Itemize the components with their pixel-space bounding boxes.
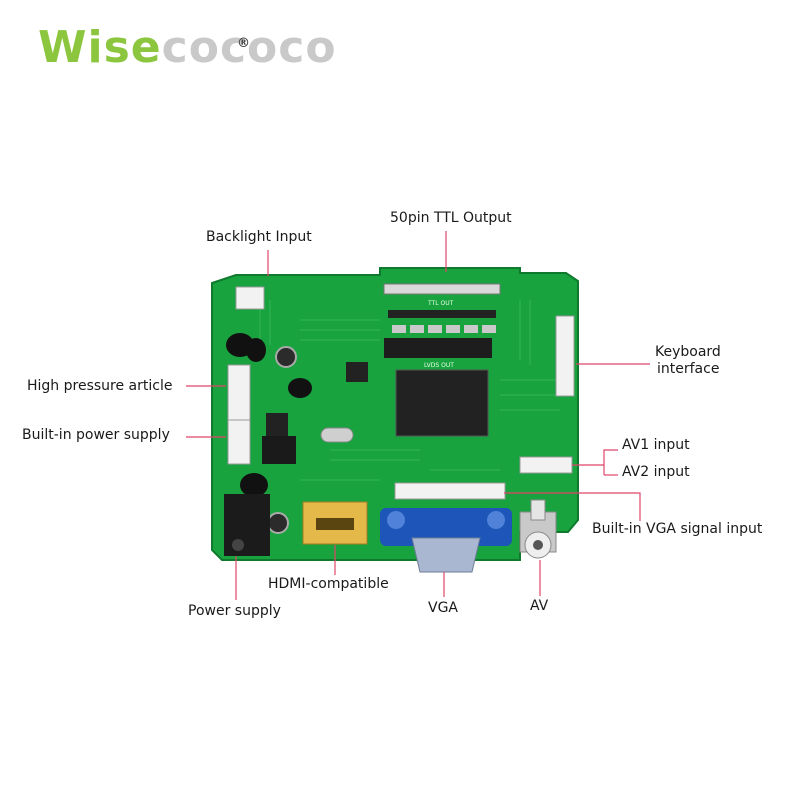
label-av: AV — [530, 598, 548, 615]
regulator — [262, 436, 296, 464]
chip-small-1 — [346, 362, 368, 382]
inductor-4 — [240, 473, 268, 497]
ttl-header-pins — [388, 310, 496, 318]
builtin-vga-connector — [395, 483, 505, 499]
lvds-header — [384, 338, 492, 358]
label-av1-input: AV1 input — [622, 437, 690, 454]
high-pressure-connector — [228, 365, 250, 421]
label-hdmi: HDMI-compatible — [268, 576, 389, 593]
label-builtin-power: Built-in power supply — [22, 427, 170, 444]
chip-small-2 — [266, 413, 288, 437]
label-vga: VGA — [428, 600, 458, 617]
label-keyboard-line1: Keyboard — [655, 344, 721, 361]
lvds-silkscreen: LVDS OUT — [424, 362, 454, 369]
label-power-supply: Power supply — [188, 603, 281, 620]
capacitor-2 — [268, 513, 288, 533]
label-backlight-input: Backlight Input — [206, 229, 312, 246]
power-jack-hole — [232, 539, 244, 551]
power-jack — [224, 494, 270, 556]
av-input-connector — [520, 457, 572, 473]
label-keyboard-line2: interface — [657, 361, 719, 378]
inductor-3 — [288, 378, 312, 398]
label-ttl-output: 50pin TTL Output — [390, 210, 512, 227]
av-rca-top — [531, 500, 545, 520]
backlight-connector — [236, 287, 264, 309]
crystal — [321, 428, 353, 442]
inductor-2 — [246, 338, 266, 362]
ttl-silkscreen: TTL OUT — [427, 300, 454, 307]
label-av2-input: AV2 input — [622, 464, 690, 481]
keyboard-connector — [556, 316, 574, 396]
label-builtin-vga: Built-in VGA signal input — [592, 521, 762, 538]
hdmi-port-slot — [316, 518, 354, 530]
vga-port-shell — [412, 538, 480, 572]
capacitor-1 — [276, 347, 296, 367]
vga-screw-right — [487, 511, 505, 529]
label-high-pressure: High pressure article — [27, 378, 172, 395]
builtin-power-connector — [228, 420, 250, 464]
ttl-connector — [384, 284, 500, 294]
main-chip — [396, 370, 488, 436]
vga-screw-left — [387, 511, 405, 529]
av-rca-pin — [533, 540, 543, 550]
